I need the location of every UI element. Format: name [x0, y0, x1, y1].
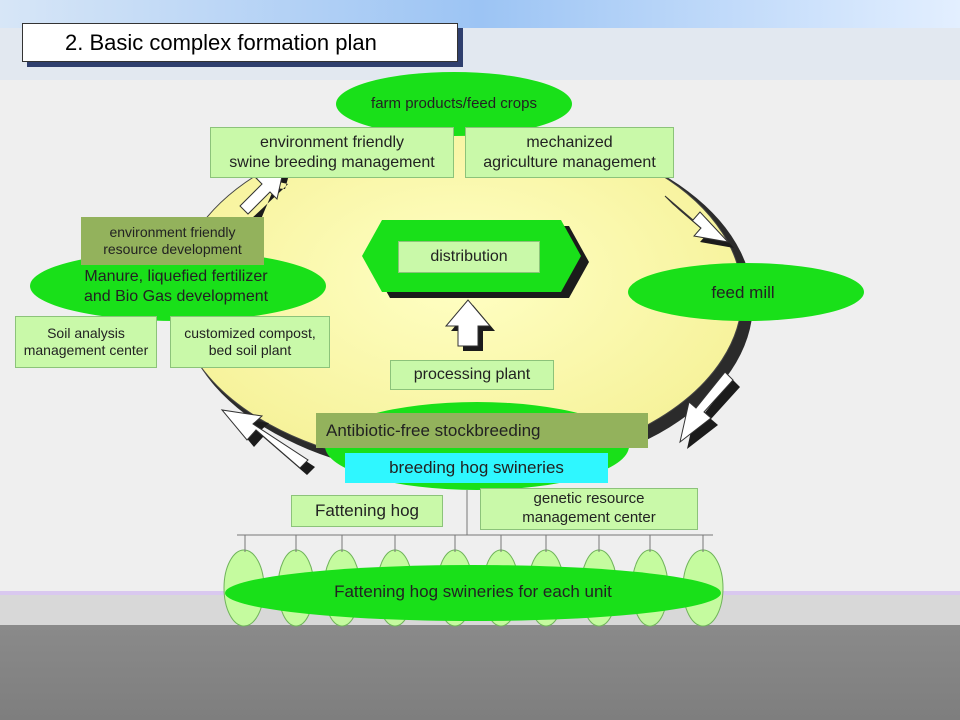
manure-ellipse	[30, 251, 326, 321]
farm-products-ellipse	[336, 72, 572, 136]
fattening-hog-box: Fattening hog	[291, 495, 443, 527]
fattening-units-ellipse	[225, 565, 721, 621]
title-box: 2. Basic complex formation plan	[22, 23, 458, 62]
arrow-to-swine-management	[239, 171, 290, 224]
processing-plant-box: processing plant	[390, 360, 554, 390]
genetic-resource-box: genetic resource management center	[480, 488, 698, 530]
compost-box: customized compost, bed soil plant	[170, 316, 330, 368]
arrow-to-feed-mill	[664, 195, 734, 248]
env-resource-box: environment friendly resource developmen…	[81, 217, 264, 265]
fattening-units-label: Fattening hog swineries for each unit	[334, 582, 612, 602]
manure-label: Manure, liquefied fertilizer and Bio Gas…	[83, 268, 269, 305]
farm-products-label: farm products/feed crops	[371, 94, 537, 112]
distribution-box: distribution	[398, 241, 540, 273]
arrow-to-manure	[220, 409, 315, 475]
arrow-to-breeding	[679, 371, 740, 449]
soil-analysis-box: Soil analysis management center	[15, 316, 157, 368]
feed-mill-ellipse	[628, 263, 864, 321]
breeding-hog-box: breeding hog swineries	[345, 453, 608, 483]
env-swine-box: environment friendly swine breeding mana…	[210, 127, 454, 178]
arrow-to-distribution	[444, 299, 495, 351]
feed-mill-label: feed mill	[711, 283, 775, 303]
slide-title: 2. Basic complex formation plan	[65, 29, 377, 55]
connector-lines	[237, 490, 713, 552]
antibiotic-free-box: Antibiotic-free stockbreeding	[316, 413, 648, 448]
mech-agri-box: mechanized agriculture management	[465, 127, 674, 178]
